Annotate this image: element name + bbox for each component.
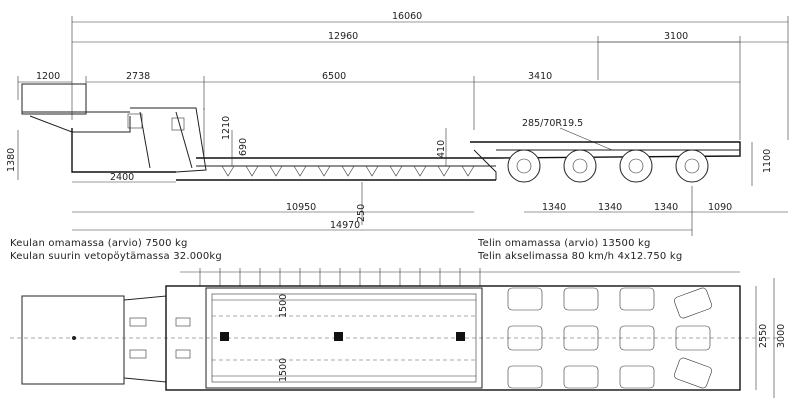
dim-length-2400: 2400 — [110, 172, 134, 183]
low-deck — [176, 157, 496, 181]
dim-spacing-1340-c: 1340 — [654, 202, 678, 213]
note-bogie-mass: Telin omamassa (arvio) 13500 kg — [477, 238, 651, 249]
plan-trailer-outline — [165, 285, 741, 391]
dim-height-1210: 1210 — [221, 116, 232, 140]
tyre-leader-line — [559, 127, 613, 151]
plan-top-ticks — [199, 268, 481, 286]
deck-lashing-point-1 — [220, 332, 229, 341]
dim-spacing-1340-b: 1340 — [598, 202, 622, 213]
dim-rear-1090: 1090 — [708, 202, 732, 213]
plan-bogie-wheels — [507, 287, 712, 389]
gooseneck — [21, 83, 207, 173]
dim-height-690: 690 — [238, 138, 249, 156]
dim-height-250: 250 — [356, 204, 367, 222]
dim-deck-6500: 6500 — [322, 71, 346, 82]
plan-low-deck — [205, 287, 483, 389]
bogie-wheels — [507, 149, 709, 183]
plan-neck — [123, 295, 167, 383]
top-dimension-lines — [17, 16, 789, 140]
deck-lashing-point-3 — [456, 332, 465, 341]
dim-width-2550: 2550 — [758, 324, 769, 348]
dim-width-3000: 3000 — [776, 324, 787, 348]
dim-rear-3100: 3100 — [664, 31, 688, 42]
dim-height-1100: 1100 — [762, 149, 773, 173]
dim-height-410: 410 — [436, 140, 447, 158]
side-view: 16060 12960 3100 1200 2738 6500 3410 285… — [6, 11, 789, 236]
note-fifth-wheel-load: Keulan suurin vetopöytämassa 32.000kg — [10, 251, 222, 262]
dim-spacing-1340-a: 1340 — [542, 202, 566, 213]
dim-height-1380: 1380 — [6, 148, 17, 172]
deck-crossmember-series — [221, 165, 475, 177]
note-axle-mass: Telin akselimassa 80 km/h 4x12.750 kg — [477, 251, 682, 262]
dim-overall-length: 16060 — [392, 11, 422, 22]
dim-front-1200: 1200 — [36, 71, 60, 82]
dim-wheelbase-14970: 14970 — [330, 220, 360, 231]
kingpin — [72, 336, 76, 340]
dim-width-1500-top: 1500 — [278, 294, 289, 318]
dim-rear-3410: 3410 — [528, 71, 552, 82]
plan-gooseneck-platform — [21, 295, 125, 385]
dim-tyre-size: 285/70R19.5 — [522, 118, 583, 129]
dim-length-10950: 10950 — [286, 202, 316, 213]
plan-view: 1500 1500 2550 3000 — [10, 268, 787, 398]
deck-lashing-point-2 — [334, 332, 343, 341]
dim-neck-2738: 2738 — [126, 71, 150, 82]
note-front-mass: Keulan omamassa (arvio) 7500 kg — [10, 238, 188, 249]
dim-trailer-length: 12960 — [328, 31, 358, 42]
rear-bogie-frame — [470, 141, 741, 180]
dim-width-1500-bottom: 1500 — [278, 358, 289, 382]
